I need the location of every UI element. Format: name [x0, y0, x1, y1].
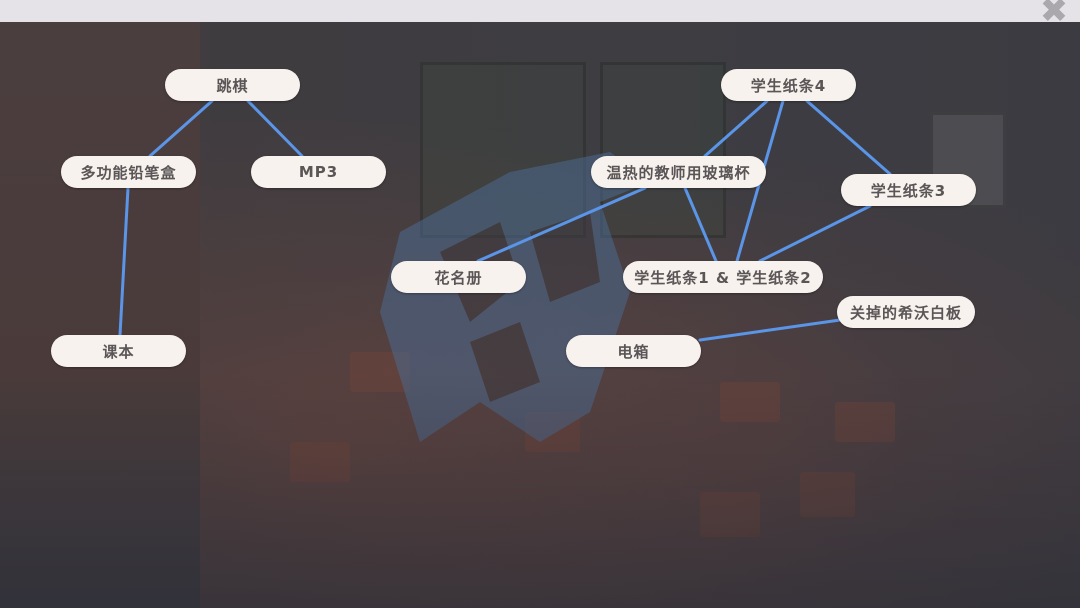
clue-label: MP3 — [298, 163, 339, 181]
classroom-window — [420, 62, 586, 238]
clue-node-mp3[interactable]: MP3 — [251, 156, 386, 188]
clue-node-pencil-box[interactable]: 多功能铅笔盒 — [61, 156, 196, 188]
clue-label: 多功能铅笔盒 — [80, 163, 177, 182]
clue-node-note3[interactable]: 学生纸条3 — [841, 174, 976, 206]
desk — [525, 412, 580, 452]
clue-node-electric-box[interactable]: 电箱 — [566, 335, 701, 367]
clue-label: 学生纸条1 & 学生纸条2 — [634, 268, 812, 287]
clue-node-note4[interactable]: 学生纸条4 — [721, 69, 856, 101]
clue-node-note12[interactable]: 学生纸条1 & 学生纸条2 — [623, 261, 823, 293]
clue-label: 课本 — [102, 342, 135, 361]
clue-label: 电箱 — [617, 342, 650, 361]
clue-node-whiteboard[interactable]: 关掉的希沃白板 — [837, 296, 975, 328]
clue-label: 温热的教师用玻璃杯 — [606, 163, 751, 182]
clue-label: 学生纸条4 — [750, 76, 827, 95]
clue-node-textbook[interactable]: 课本 — [51, 335, 186, 367]
desk — [290, 442, 350, 482]
classroom-window — [600, 62, 726, 238]
clue-label: 关掉的希沃白板 — [849, 303, 962, 322]
clue-node-tiaoqi[interactable]: 跳棋 — [165, 69, 300, 101]
clue-label: 花名册 — [434, 268, 483, 287]
clue-label: 跳棋 — [216, 76, 249, 95]
desk — [350, 352, 410, 392]
desk — [700, 492, 760, 537]
desk — [835, 402, 895, 442]
clue-node-roster[interactable]: 花名册 — [391, 261, 526, 293]
desk — [720, 382, 780, 422]
clue-node-glass[interactable]: 温热的教师用玻璃杯 — [591, 156, 766, 188]
left-wall — [0, 22, 200, 608]
clue-label: 学生纸条3 — [870, 181, 947, 200]
desk — [800, 472, 855, 517]
top-bar: ✖ — [0, 0, 1080, 28]
